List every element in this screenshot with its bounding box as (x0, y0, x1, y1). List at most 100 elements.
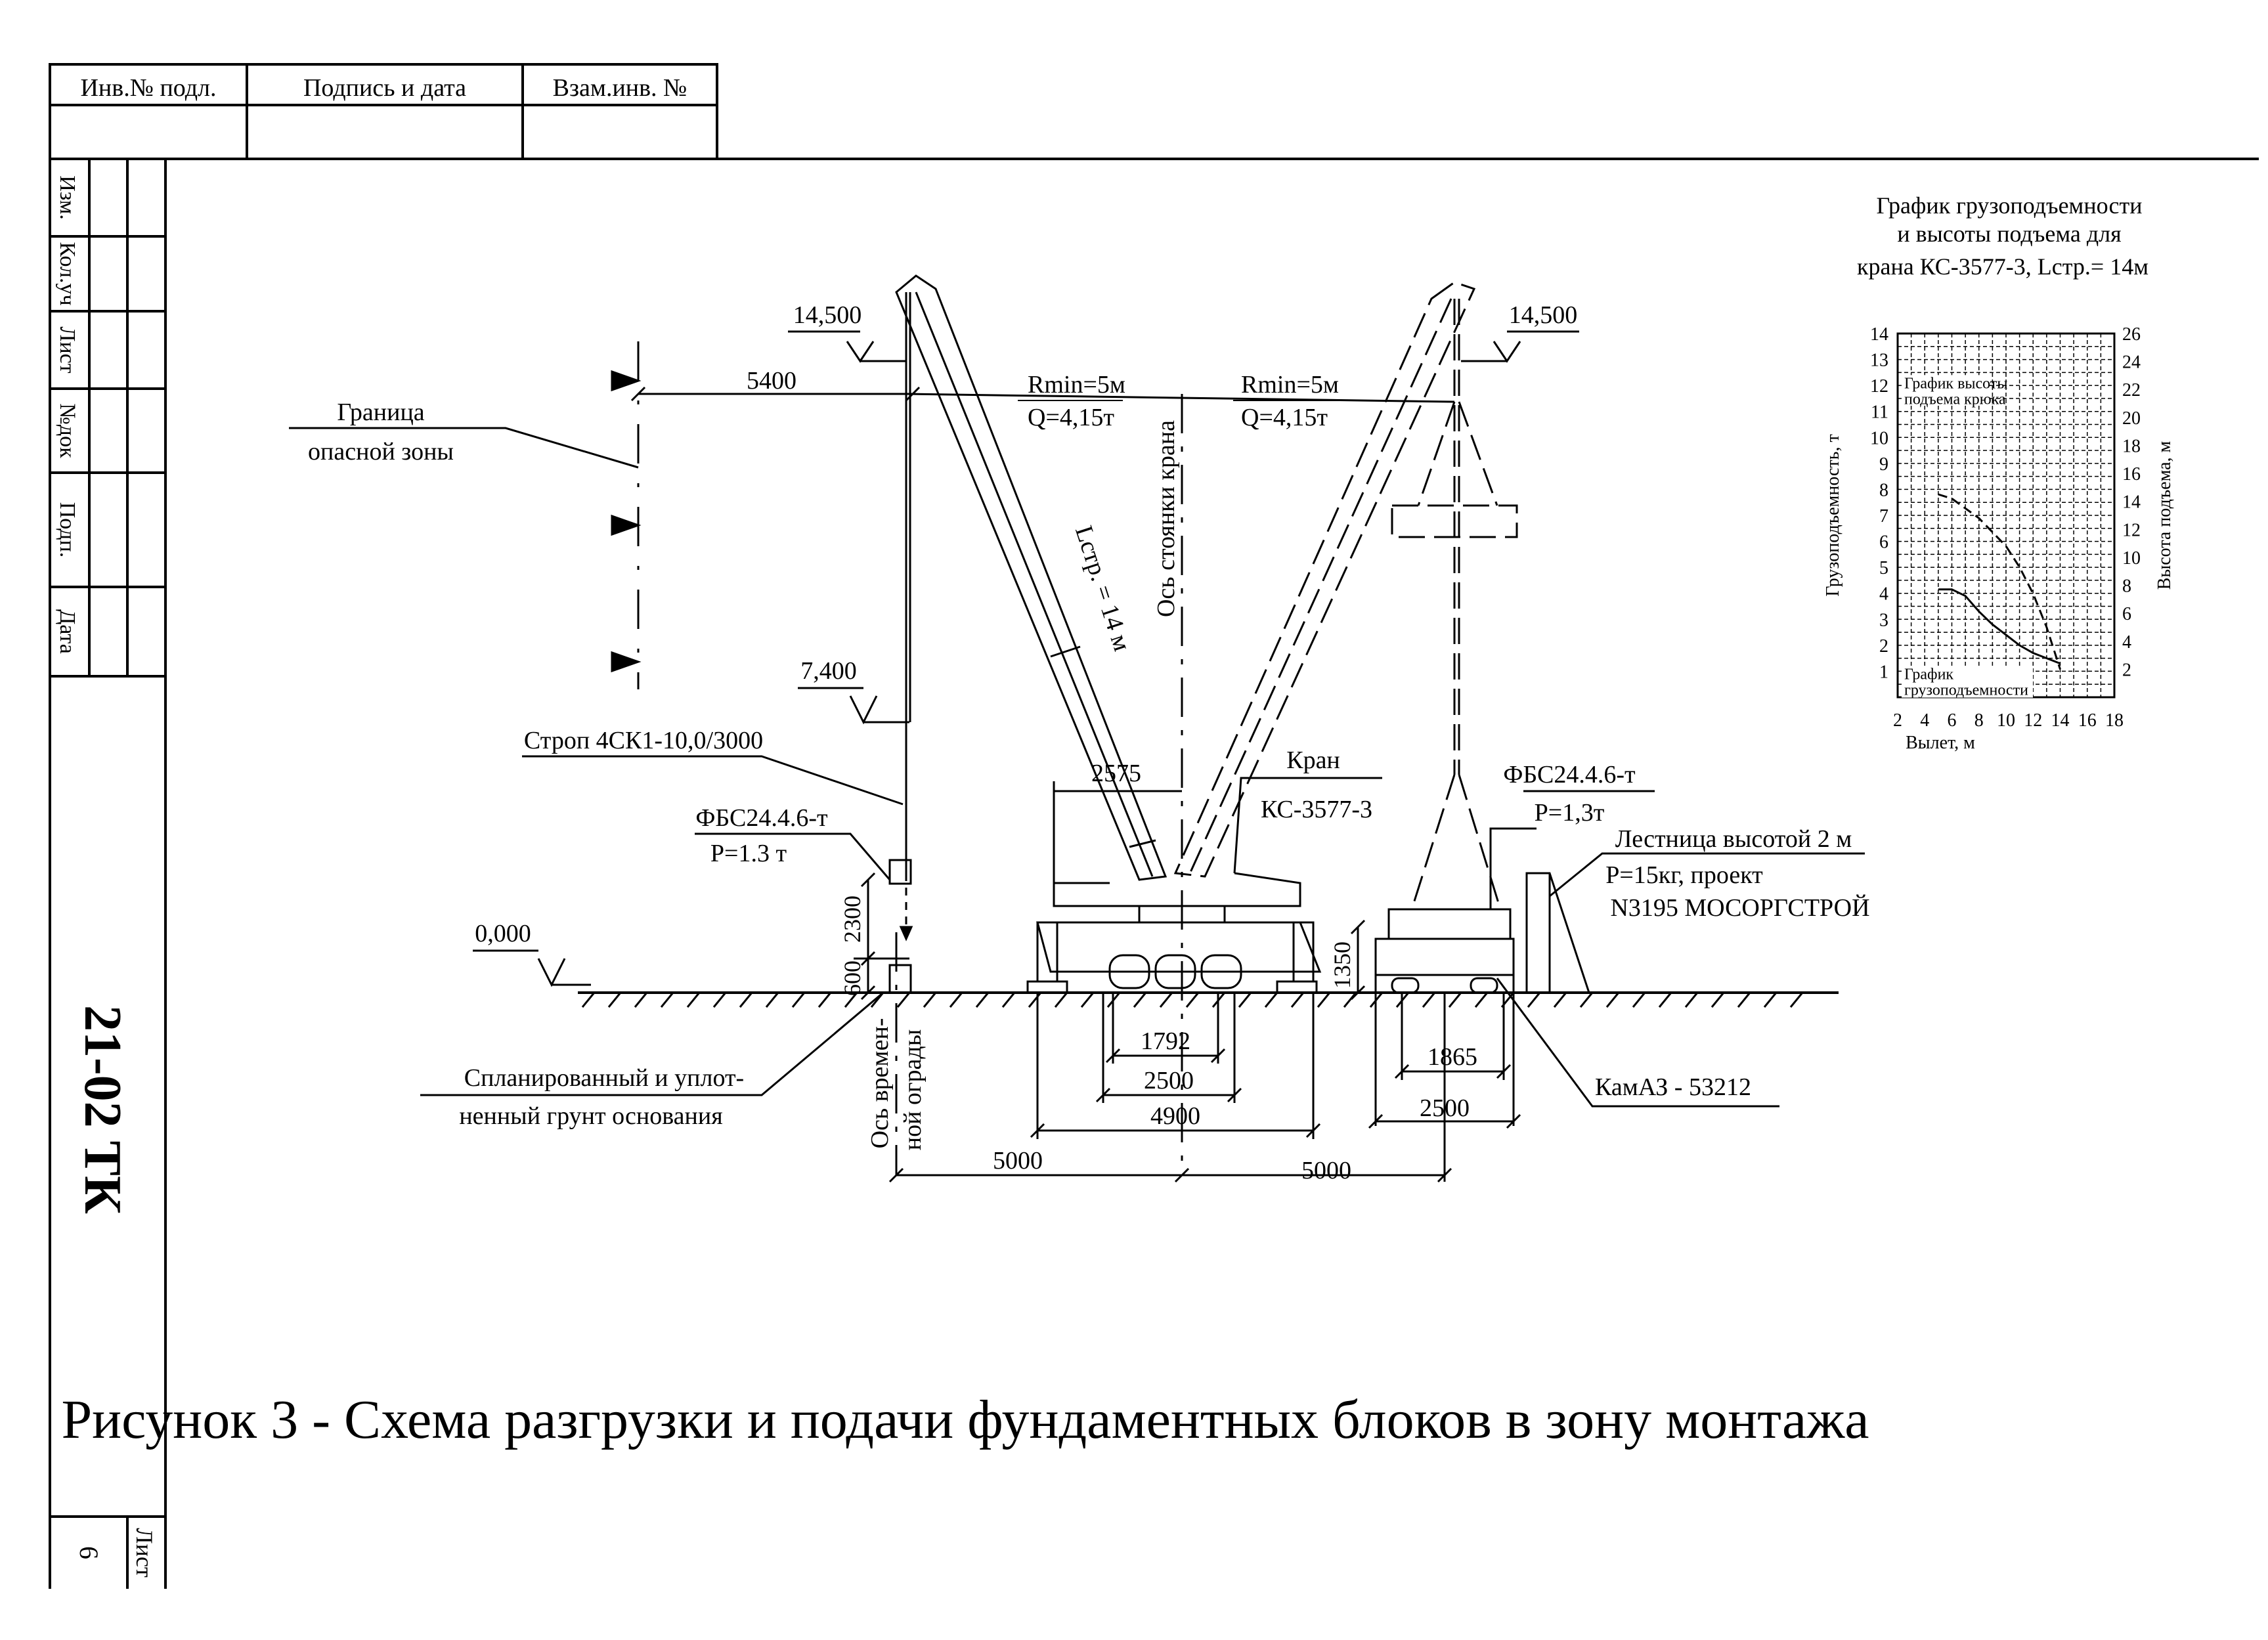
hook-height-curve (1938, 493, 2061, 670)
stamp-side-headers: Изм. Кол.уч Лист №док Подп. Дата 21-02 Т… (55, 175, 158, 1578)
chart-title-3: крана КС-3577-3, Lстр.= 14м (1857, 253, 2148, 280)
y2-tick-label: 14 (2122, 492, 2141, 513)
y-tick-label: 9 (1879, 454, 1888, 475)
crane-body (1026, 794, 1322, 994)
dim-1350: 1350 (1329, 941, 1355, 989)
elev-mark-top-left (788, 330, 906, 363)
ground (578, 991, 1839, 1008)
elev-top-left: 14,500 (793, 301, 862, 329)
dim-5400-label: 5400 (747, 367, 796, 395)
stamp-vzam-inv: Взам.инв. № (553, 74, 687, 102)
y-tick-label: 12 (1870, 376, 1888, 397)
radius-line (905, 393, 1455, 403)
y2-tick-label: 12 (2122, 520, 2141, 540)
legend-height-line2: подъема крюка (1904, 391, 2006, 408)
block-right-1: ФБС24.4.6-т (1503, 761, 1636, 788)
fence-axis-2: ной ограды (899, 1029, 927, 1151)
block-right-leader (1489, 827, 1537, 909)
q-left: Q=4,15т (1028, 404, 1114, 431)
y-tick-label: 6 (1879, 532, 1888, 553)
sling-leader (522, 755, 904, 806)
dim-2300-600 (854, 872, 909, 1001)
dim-2300: 2300 (839, 896, 865, 943)
stamp-data: Дата (55, 609, 79, 654)
dim-2575: 2575 (1091, 760, 1141, 787)
dim-5000-right: 5000 (1301, 1157, 1351, 1184)
x-tick-label: 18 (2105, 710, 2124, 731)
y-tick-label: 13 (1870, 351, 1888, 371)
block-left (695, 832, 912, 994)
y-tick-label: 5 (1879, 558, 1888, 578)
truck-leader (1496, 978, 1779, 1108)
left-boom (895, 274, 1167, 941)
x-tick-label: 8 (1974, 710, 1984, 731)
y2-tick-label: 26 (2122, 324, 2141, 345)
stamp-ndok: №док (55, 403, 79, 458)
chart-title-1: График грузоподъемности (1877, 192, 2143, 219)
y-tick-label: 1 (1879, 662, 1888, 682)
elev-mark-hook-left (798, 687, 909, 725)
q-right: Q=4,15т (1241, 404, 1328, 431)
danger-zone-boundary (289, 341, 642, 689)
ladder-label-3: N3195 МОСОРГСТРОЙ (1610, 894, 1869, 922)
x-tick-label: 6 (1948, 710, 1957, 731)
y2-tick-label: 18 (2122, 436, 2141, 456)
y-axis-label: Грузоподъемность, т (1823, 434, 1843, 596)
y2-tick-label: 8 (2122, 576, 2131, 597)
elev-mark-top-right (1461, 330, 1579, 363)
y-tick-label: 2 (1879, 636, 1888, 657)
elev-ground: 0,000 (475, 920, 531, 947)
dim-4900: 4900 (1150, 1102, 1200, 1130)
ladder-label-2: Р=15кг, проект (1605, 861, 1763, 889)
y-tick-label: 8 (1879, 480, 1888, 500)
y2-tick-label: 6 (2122, 604, 2131, 624)
crane-axis-label: Ось стоянки крана (1152, 420, 1180, 617)
legend-capacity-line1: График (1904, 666, 1953, 683)
elev-mark-ground (473, 949, 591, 987)
stamp-list: Лист (55, 326, 79, 373)
x-tick-label: 10 (1997, 710, 2015, 731)
sling-label: Строп 4СК1-10,0/3000 (524, 727, 763, 754)
block-right-2: Р=1,3т (1535, 799, 1605, 827)
y-tick-label: 4 (1879, 584, 1888, 605)
fence-axis-1: Ось времен- (866, 1018, 894, 1149)
stamp-izm: Изм. (55, 175, 79, 220)
y2-tick-label: 22 (2122, 380, 2141, 400)
stamp-signature-date: Подпись и дата (303, 74, 466, 102)
y2-tick-label: 20 (2122, 408, 2141, 429)
truck (1374, 908, 1515, 994)
y2-tick-label: 10 (2122, 548, 2141, 569)
sheet-label: Лист (131, 1528, 158, 1578)
elev-hook-left: 7,400 (800, 657, 857, 685)
x-tick-label: 14 (2051, 710, 2070, 731)
x-axis-label: Вылет, м (1906, 733, 1975, 753)
y2-tick-label: 4 (2122, 632, 2131, 653)
ground-label-1: Спланированный и уплот- (464, 1064, 744, 1092)
legend-height-line1: График высоты (1904, 375, 2007, 392)
ground-label-2: ненный грунт основания (459, 1102, 722, 1130)
dim-1865: 1865 (1428, 1043, 1477, 1071)
ground-leader (420, 991, 884, 1096)
x-tick-label: 16 (2078, 710, 2097, 731)
doc-code: 21-02 ТК (74, 1005, 131, 1214)
elev-top-right: 14,500 (1509, 301, 1578, 329)
y-tick-label: 11 (1871, 402, 1888, 423)
ladder (1525, 852, 1865, 994)
crane-label-leader (1233, 777, 1382, 874)
y-tick-label: 14 (1870, 324, 1888, 345)
x-tick-label: 2 (1893, 710, 1902, 731)
right-boom (1173, 281, 1518, 910)
stamp-podp: Подп. (55, 502, 79, 558)
y2-tick-label: 16 (2122, 464, 2141, 485)
y-tick-label: 7 (1879, 506, 1888, 527)
block-left-2: Р=1.3 т (710, 840, 787, 867)
y2-tick-label: 2 (2122, 660, 2131, 680)
y-tick-label: 3 (1879, 610, 1888, 630)
legend-bg-height (1902, 375, 1987, 406)
dim-5000-left: 5000 (993, 1147, 1043, 1175)
crane-label-1: Кран (1286, 746, 1340, 774)
rmin-left: Rmin=5м (1028, 371, 1125, 399)
legend-capacity-line2: грузоподъемности (1904, 682, 2028, 699)
